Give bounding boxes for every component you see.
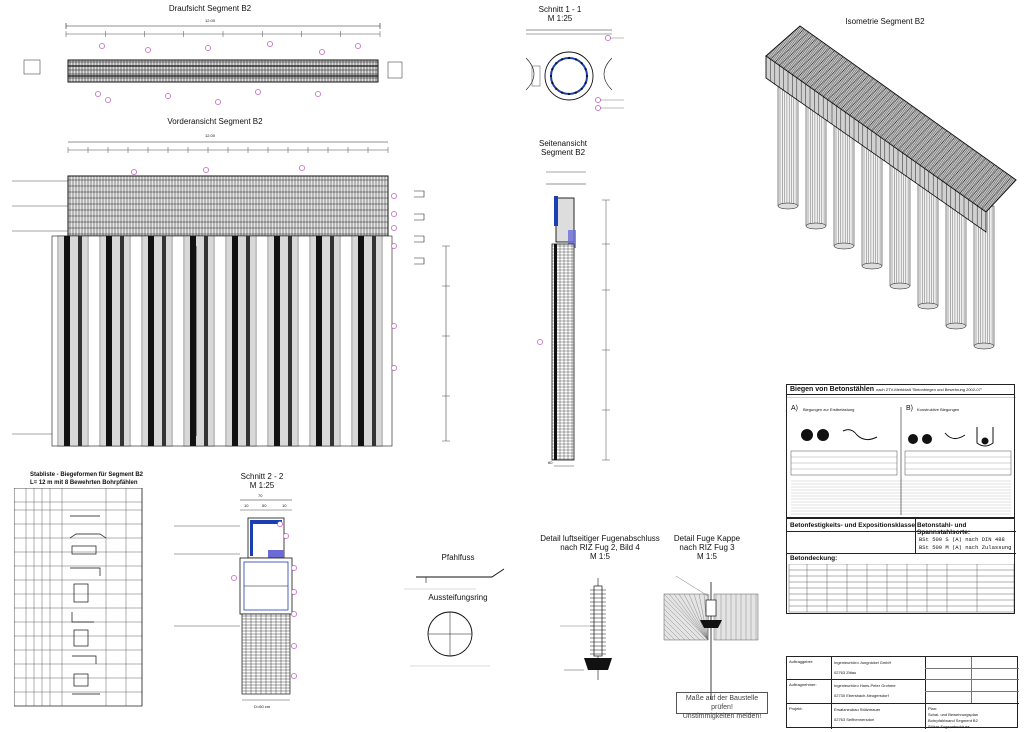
fugen-detail (560, 578, 612, 680)
detail-fugen-title: Detail luftseitiger Fugenabschluss (540, 534, 660, 543)
site-note: Maße auf der Baustelle prüfen! Unstimmig… (676, 692, 768, 720)
tb-auftraggeber-addr: 02763 Zittau (834, 670, 857, 675)
title-block: Auftraggeber: Ingenieurbüro Jungnickel G… (786, 656, 1019, 729)
seitenansicht-title: Seitenansicht (538, 139, 588, 148)
tb-auftraggeber-label: Auftraggeber: (789, 659, 814, 664)
tb-auftragnehmer-addr: 02730 Ebersbach-Neugersdorf (834, 693, 889, 698)
seitenansicht-subtitle: Segment B2 (540, 148, 586, 157)
tb-plan-1: Schal- und Bewehrungsplan (928, 712, 979, 717)
tb-projekt: Ersatzneubau Stützmauer (834, 707, 881, 712)
top-view-drawing (23, 23, 403, 105)
schnitt11-scale: M 1:25 (547, 14, 573, 23)
s22-dim-a: 10 (244, 503, 249, 508)
site-note-line1: Maße auf der Baustelle prüfen! (685, 695, 759, 711)
detail-fugen-sub: nach RIZ Fug 2, Bild 4 (560, 543, 640, 552)
beton-steel-2: BSt 500 M (A) nach Zulassung (919, 544, 1012, 551)
draufsicht-title: Draufsicht Segment B2 (168, 4, 252, 13)
isometrie-title: Isometrie Segment B2 (845, 17, 925, 26)
biegen-sec-b-label: Konstruktive Biegungen (917, 407, 960, 412)
tb-projekt-label: Projekt: (789, 706, 803, 711)
pfahlfuss-title: Pfahlfuss (441, 553, 475, 562)
tb-plan-label: Plan: (928, 706, 938, 711)
schnitt11-title: Schnitt 1 - 1 (538, 5, 582, 14)
schnitt22-title: Schnitt 2 - 2 (240, 472, 284, 481)
beton-title-left: Betonfestigkeits- und Expositionsklasse (790, 522, 915, 529)
side-width-dim: 60 (548, 460, 553, 465)
stabliste-subtitle: L= 12 m mit 8 Bewehrten Bohrpfählen (30, 480, 138, 486)
s22-dim-c: 10 (282, 503, 287, 508)
biegen-detail (787, 397, 1016, 515)
section-1-1-drawing (525, 29, 624, 111)
isometric-drawing (765, 25, 1017, 350)
s22-dim-b: 50 (262, 503, 267, 508)
biegen-sec-b: B) (906, 405, 913, 412)
pfahlfuss-detail (404, 568, 505, 590)
kappe-detail (663, 575, 759, 700)
tb-plan-2: Bohrpfahlwand Segment B2 (928, 718, 978, 723)
section-2-2-drawing (174, 499, 297, 701)
biegen-sec-a: A) (791, 405, 798, 412)
s22-width-dim: 70 (258, 493, 263, 498)
side-view-drawing (537, 171, 610, 467)
tb-projekt-addr: 02763 Seifhennersdorf (834, 717, 875, 722)
stabliste-title: Stabliste - Biegeformen für Segment B2 (30, 472, 144, 478)
beton-title-right: Betonstahl- und Spannstahlsorte: (917, 522, 971, 536)
tb-plan-3: Stütze Fugenabschluss (928, 724, 970, 729)
stabliste-table (14, 488, 143, 707)
biegen-subtitle: nach ZTV-Merkblatt "Betonbiegen und Bewe… (875, 387, 983, 392)
aussteifungsring-detail (410, 611, 490, 667)
biegen-title: Biegen von Betonstählen (790, 386, 875, 393)
beton-deckung: Betondeckung: (790, 555, 838, 562)
tb-auftragnehmer: Ingenieurbüro Hans-Peter Grohme (834, 683, 896, 688)
s22-bottom-dim: D=60 cm (254, 704, 271, 709)
detail-kappe-sub: nach RIZ Fug 3 (679, 543, 735, 552)
vorderansicht-title: Vorderansicht Segment B2 (167, 117, 263, 126)
detail-kappe-scale: M 1:5 (696, 552, 717, 561)
deckung-table (788, 564, 1015, 613)
biegen-panel: Biegen von Betonstählen nach ZTV-Merkbla… (786, 384, 1016, 518)
beton-panel: Betonfestigkeits- und Expositionsklasse … (786, 518, 1016, 614)
biegen-sec-a-label: Biegungen zur Erstbelastung (803, 407, 855, 412)
front-view-drawing (12, 141, 450, 447)
schnitt22-scale: M 1:25 (249, 481, 275, 490)
site-note-line2: Unstimmigkeiten melden! (682, 713, 762, 720)
beton-steel-1: BSt 500 S (A) nach DIN 488 (919, 536, 1005, 543)
tb-auftragnehmer-label: Auftragnehmer: (789, 682, 817, 687)
front-total-dim: 12.00 (205, 133, 216, 138)
top-total-dim: 12.00 (205, 18, 216, 23)
tb-auftraggeber: Ingenieurbüro Jungnickel GmbH (834, 660, 892, 665)
detail-fugen-scale: M 1:5 (589, 552, 610, 561)
aussteifungsring-title: Aussteifungsring (428, 593, 488, 602)
detail-kappe-title: Detail Fuge Kappe (673, 534, 741, 543)
